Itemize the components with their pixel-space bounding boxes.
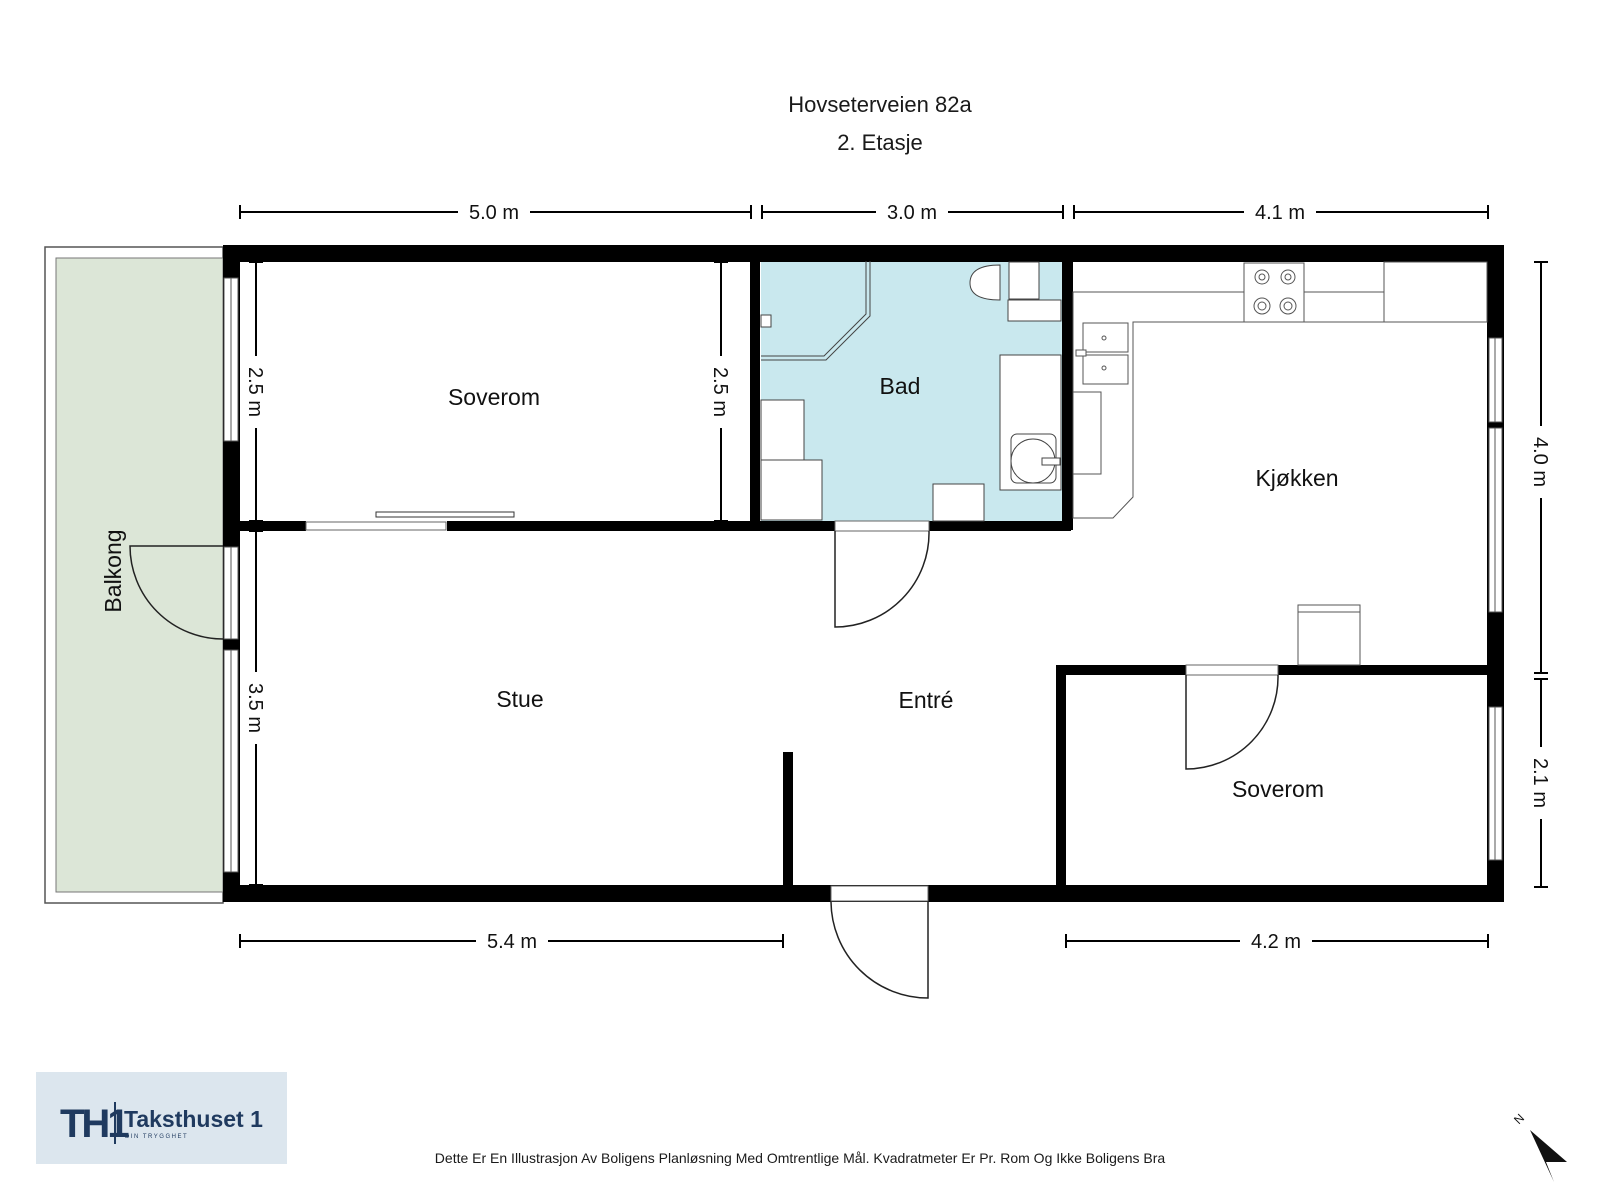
room-label-bathroom: Bad — [880, 373, 921, 399]
logo-tagline: DIN TRYGGHET — [125, 1134, 189, 1140]
north-label: N — [1511, 1111, 1527, 1127]
shower-enclosure — [761, 261, 871, 361]
plan-address: Hovseterveien 82a — [788, 92, 972, 117]
interior-walls — [240, 258, 1504, 890]
north-arrow-icon: N — [1511, 1111, 1567, 1182]
balcony-door — [129, 545, 224, 640]
dim-right-lower: 2.1 m — [1529, 758, 1551, 808]
door-openings — [305, 520, 1279, 902]
room-label-bedroom-top: Soverom — [448, 384, 540, 410]
stove — [1243, 262, 1305, 323]
dim-bottom-right: 4.2 m — [1251, 931, 1301, 953]
dim-top-left: 5.0 m — [469, 202, 519, 224]
left-windows — [223, 277, 239, 873]
washing-machine — [932, 483, 985, 522]
cabinet-2 — [760, 459, 823, 521]
dim-top-middle: 3.0 m — [887, 202, 937, 224]
room-label-kitchen: Kjøkken — [1255, 465, 1338, 491]
entrance-door — [830, 901, 929, 999]
fridge — [1297, 604, 1361, 666]
balcony-floor — [55, 257, 224, 893]
sliding-door — [375, 511, 515, 518]
dim-bedroom-inner: 2.5 m — [709, 367, 731, 417]
room-label-balcony: Balkong — [100, 529, 126, 612]
room-label-bedroom-bottom: Soverom — [1232, 776, 1324, 802]
company-logo: TH1 Taksthuset 1 DIN TRYGGHET — [36, 1072, 287, 1164]
logo-name: Taksthuset 1 — [124, 1106, 263, 1132]
bathroom-door — [834, 530, 930, 628]
toilet — [969, 264, 1001, 301]
room-label-living-room: Stue — [496, 686, 543, 712]
dim-top-right: 4.1 m — [1255, 202, 1305, 224]
dim-right-upper: 4.0 m — [1529, 437, 1551, 487]
dim-left-upper: 2.5 m — [244, 367, 266, 417]
dim-left-lower: 3.5 m — [244, 683, 266, 733]
right-windows — [1488, 337, 1503, 861]
kitchen-fixtures — [1072, 261, 1488, 666]
door-swings — [129, 530, 1279, 999]
logo-separator — [114, 1102, 116, 1144]
dim-bottom-left: 5.4 m — [487, 931, 537, 953]
disclaimer: Dette Er En Illustrasjon Av Boligens Pla… — [434, 1150, 1166, 1166]
plan-floor: 2. Etasje — [837, 130, 923, 155]
cabinet-1 — [760, 399, 805, 461]
bathroom-fixtures — [760, 261, 1062, 522]
room-label-entrance: Entré — [899, 687, 954, 713]
bedroom-door — [1185, 674, 1279, 770]
logo-mark: TH1 — [60, 1102, 130, 1146]
